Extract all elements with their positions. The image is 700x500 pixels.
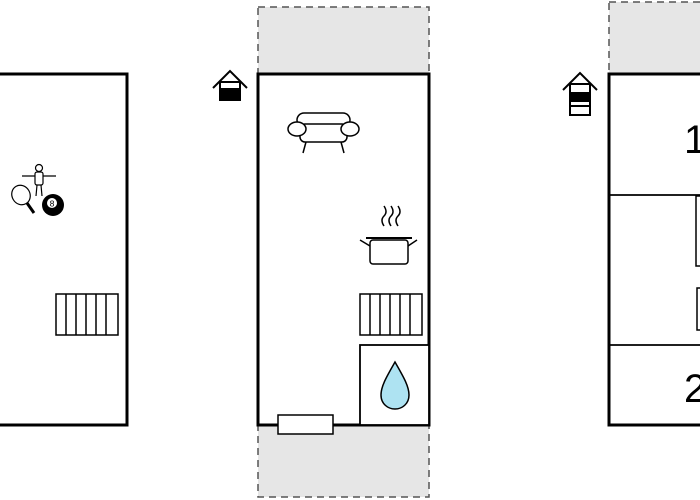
cooking-pot-icon: [359, 205, 418, 265]
water-drop-icon: [380, 360, 410, 410]
sofa-icon: [287, 112, 360, 154]
terrace-bottom: [257, 424, 430, 498]
door-step: [277, 414, 334, 435]
floor-level-icon: [562, 71, 598, 116]
billiard-ball-icon: 8: [42, 194, 64, 216]
radiator-icon: [359, 293, 423, 336]
terrace-top: [608, 1, 700, 75]
billiard-ball-label: 8: [49, 200, 54, 209]
wardrobe: [695, 195, 700, 267]
floor-upper: 1 2: [562, 1, 700, 427]
floor-ground: [212, 6, 431, 498]
room-number-1: 1: [684, 118, 700, 162]
floor-basement: 8: [0, 72, 129, 427]
floor-outline: [0, 72, 129, 427]
terrace-top: [257, 6, 430, 75]
table-tennis-icon: [11, 184, 36, 214]
radiator-icon: [55, 293, 119, 336]
wardrobe: [696, 287, 700, 331]
floor-outline: [607, 72, 700, 427]
foosball-icon: [22, 163, 56, 197]
room-number-2: 2: [684, 367, 700, 411]
floor-level-icon: [212, 69, 248, 101]
